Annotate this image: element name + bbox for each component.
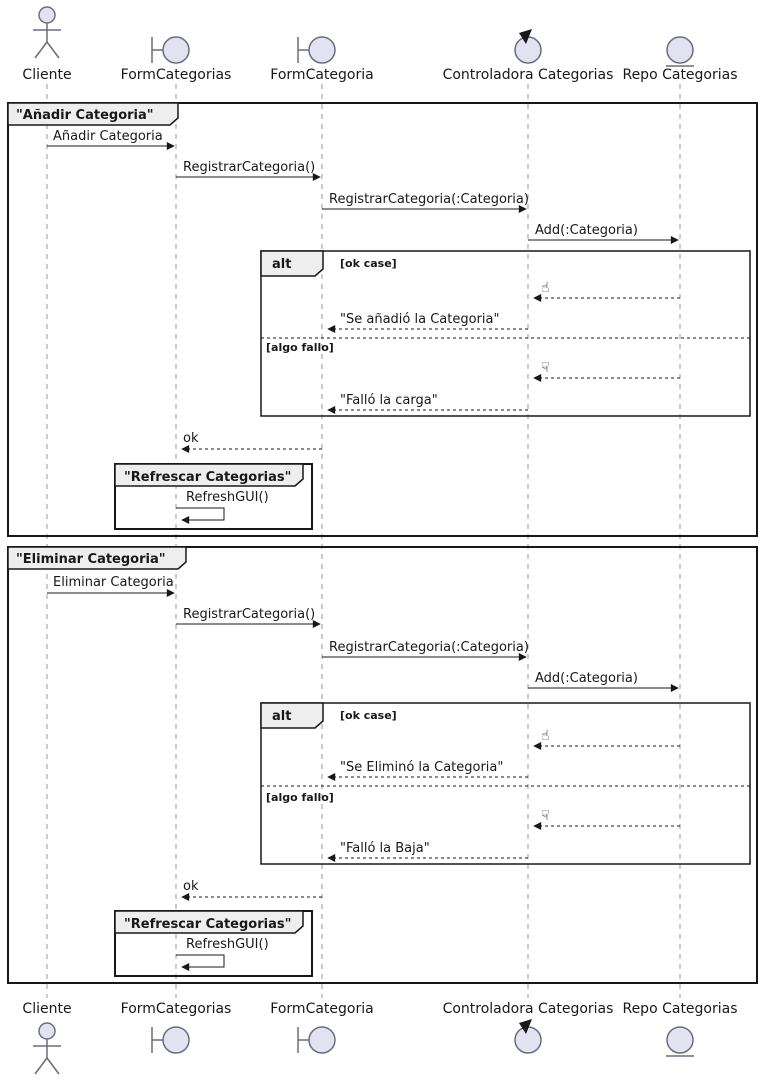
participant-label-repo: Repo Categorias bbox=[622, 1001, 737, 1017]
boundary-icon bbox=[297, 36, 336, 64]
message-label: "Se Eliminó la Categoria" bbox=[340, 760, 503, 775]
frame-border bbox=[7, 546, 758, 984]
message-label: RegistrarCategoria() bbox=[183, 607, 315, 622]
control-icon bbox=[514, 1019, 542, 1054]
participant-label-cliente: Cliente bbox=[22, 67, 71, 83]
alt-border bbox=[260, 702, 751, 865]
boundary-icon bbox=[297, 1026, 336, 1054]
message-label: RegistrarCategoria(:Categoria) bbox=[329, 192, 529, 207]
participant-label-formcategorias: FormCategorias bbox=[121, 1001, 232, 1017]
participant-label-cliente: Cliente bbox=[22, 1001, 71, 1017]
frame-title: "Eliminar Categoria" bbox=[16, 552, 166, 567]
frame-eliminar-categoria: "Eliminar Categoria" Eliminar Categoria … bbox=[7, 546, 758, 984]
alt-title-tab bbox=[260, 702, 324, 729]
message-label: RefreshGUI() bbox=[186, 937, 269, 952]
thumbs-up-icon: ☝ bbox=[541, 280, 550, 296]
message-label: ok bbox=[183, 431, 199, 446]
message-label: "Se añadió la Categoria" bbox=[340, 312, 499, 327]
participant-label-formcategoria: FormCategoria bbox=[270, 67, 373, 83]
alt-fragment: alt [ok case] ☝ "Se Eliminó la Categoria… bbox=[260, 702, 751, 865]
message-label: "Falló la carga" bbox=[340, 393, 438, 408]
thumbs-up-icon: ☝ bbox=[541, 728, 550, 744]
message-label: RegistrarCategoria() bbox=[183, 160, 315, 175]
alt-label: alt bbox=[272, 709, 291, 724]
message-label: Add(:Categoria) bbox=[535, 223, 638, 238]
lifelines bbox=[46, 84, 681, 998]
message-label: ok bbox=[183, 879, 199, 894]
actor-icon bbox=[33, 6, 61, 59]
frame-title: "Añadir Categoria" bbox=[16, 108, 154, 123]
entity-icon bbox=[666, 1026, 694, 1057]
entity-icon bbox=[666, 36, 694, 67]
frame-refrescar-categorias: "Refrescar Categorias" RefreshGUI() bbox=[114, 910, 313, 977]
message-label: Añadir Categoria bbox=[53, 129, 163, 144]
participants-top: Cliente FormCategorias FormCategoria Con… bbox=[22, 6, 738, 83]
thumbs-down-icon: ☟ bbox=[541, 360, 550, 376]
guard-algo-fallo: [algo fallo] bbox=[266, 341, 334, 354]
message-label: "Falló la Baja" bbox=[340, 841, 430, 856]
frame-title-tab bbox=[114, 463, 304, 487]
actor-icon bbox=[33, 1022, 61, 1075]
self-message-arrow bbox=[176, 954, 225, 971]
participant-label-repo: Repo Categorias bbox=[622, 67, 737, 83]
frame-title-tab bbox=[7, 102, 179, 126]
message-label: Eliminar Categoria bbox=[53, 575, 174, 590]
frame-anadir-categoria: "Añadir Categoria" Añadir Categoria Regi… bbox=[7, 102, 758, 537]
control-icon bbox=[514, 29, 542, 64]
participant-label-controladora: Controladora Categorias bbox=[443, 67, 614, 83]
participant-label-controladora: Controladora Categorias bbox=[443, 1001, 614, 1017]
participant-label-formcategorias: FormCategorias bbox=[121, 67, 232, 83]
guard-ok-case: [ok case] bbox=[340, 257, 397, 270]
guard-algo-fallo: [algo fallo] bbox=[266, 791, 334, 804]
frame-title: "Refrescar Categorias" bbox=[124, 470, 291, 485]
boundary-icon bbox=[151, 36, 190, 64]
frame-border bbox=[7, 102, 758, 537]
boundary-icon bbox=[151, 1026, 190, 1054]
self-message-arrow bbox=[176, 507, 225, 524]
alt-label: alt bbox=[272, 257, 291, 272]
frame-title-tab bbox=[114, 910, 304, 934]
thumbs-down-icon: ☟ bbox=[541, 808, 550, 824]
frame-title: "Refrescar Categorias" bbox=[124, 917, 291, 932]
frame-refrescar-categorias: "Refrescar Categorias" RefreshGUI() bbox=[114, 463, 313, 530]
message-label: Add(:Categoria) bbox=[535, 671, 638, 686]
alt-fragment: alt [ok case] ☝ "Se añadió la Categoria"… bbox=[260, 250, 751, 417]
alt-title-tab bbox=[260, 250, 324, 277]
participants-bottom: Cliente FormCategorias FormCategoria Con… bbox=[22, 1001, 738, 1075]
message-label: RegistrarCategoria(:Categoria) bbox=[329, 640, 529, 655]
alt-border bbox=[260, 250, 751, 417]
guard-ok-case: [ok case] bbox=[340, 709, 397, 722]
participant-label-formcategoria: FormCategoria bbox=[270, 1001, 373, 1017]
message-label: RefreshGUI() bbox=[186, 490, 269, 505]
frame-title-tab bbox=[7, 546, 187, 570]
